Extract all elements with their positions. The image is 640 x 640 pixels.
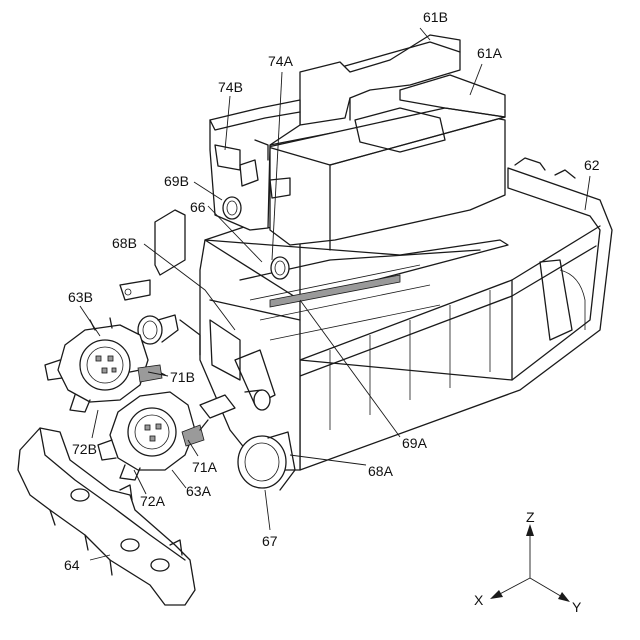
label-71B: 71B (170, 369, 195, 385)
label-72B: 72B (72, 441, 97, 457)
label-72A: 72A (140, 493, 166, 509)
label-61B: 61B (423, 9, 448, 25)
bracket-68B (120, 210, 185, 300)
label-66: 66 (190, 199, 206, 215)
label-63A: 63A (186, 483, 212, 499)
axis-label-y: Y (572, 599, 582, 615)
y-arrow-icon (558, 592, 570, 602)
pump-63B (45, 318, 148, 412)
label-68B: 68B (112, 235, 137, 251)
axis-label-z: Z (526, 509, 535, 525)
pump-63A (98, 392, 195, 480)
label-67: 67 (262, 533, 278, 549)
label-69A: 69A (402, 435, 428, 451)
z-arrow-icon (526, 524, 534, 536)
elbow-fitting (138, 315, 178, 344)
axis-triad: Z X Y (474, 509, 582, 615)
label-61A: 61A (477, 45, 503, 61)
label-68A: 68A (368, 463, 394, 479)
label-74A: 74A (268, 53, 294, 69)
axis-label-x: X (474, 592, 484, 608)
label-71A: 71A (192, 459, 218, 475)
label-64: 64 (64, 557, 80, 573)
plug-69B (223, 197, 241, 219)
label-69B: 69B (164, 173, 189, 189)
x-arrow-icon (490, 590, 503, 599)
label-62: 62 (584, 157, 600, 173)
label-74B: 74B (218, 79, 243, 95)
label-63B: 63B (68, 289, 93, 305)
